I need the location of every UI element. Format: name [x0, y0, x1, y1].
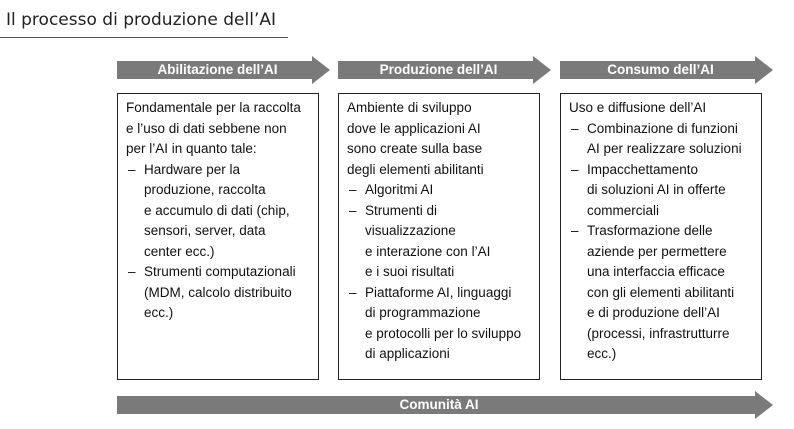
text-line: di soluzioni AI in offerte [587, 182, 726, 197]
text-line: Strumenti di [365, 202, 438, 218]
text-line: ecc.) [587, 346, 617, 361]
box-intro: Ambiente di sviluppo dove le applicazion… [347, 98, 533, 180]
list-item: – Algoritmi AI [347, 180, 533, 201]
bullet-list: – Algoritmi AI – Strumenti di visualizza… [347, 180, 533, 365]
dash-bullet: – [349, 202, 357, 218]
text-line: Piattaforme AI, linguaggi [365, 284, 512, 300]
text-line: di applicazioni [365, 346, 450, 361]
arrow-abilitazione: Abilitazione dell’AI [117, 56, 330, 84]
arrow-label: Abilitazione dell’AI [157, 62, 278, 77]
arrow-shape [560, 56, 773, 84]
arrow-consumo: Consumo dell’AI [560, 56, 773, 84]
dash-bullet: – [128, 264, 136, 279]
text-line: AI per realizzare soluzioni [587, 141, 742, 156]
text-line: Algoritmi AI [365, 182, 434, 197]
list-item: – Strumenti di visualizzazione e interaz… [347, 201, 533, 283]
text-line: (MDM, calcolo distribuito [144, 284, 292, 300]
box-produzione: Ambiente di sviluppo dove le applicazion… [338, 93, 540, 380]
title-underline [0, 37, 288, 38]
list-item: – Strumenti computazionali (MDM, calcolo… [126, 262, 312, 324]
dash-bullet: – [349, 182, 357, 197]
text-line: Combinazione di funzioni [587, 120, 738, 136]
dash-bullet: – [128, 161, 136, 177]
text-line: Fondamentale per la raccolta [126, 100, 301, 115]
text-line: ecc.) [144, 305, 174, 320]
box-intro: Uso e diffusione dell’AI [569, 98, 755, 119]
text-line: e di produzione dell’AI [587, 305, 720, 320]
text-line: e interazione con l’AI [365, 243, 491, 259]
dash-bullet: – [571, 120, 579, 136]
box-abilitazione: Fondamentale per la raccolta e l’uso di … [117, 93, 319, 380]
text-line: e i suoi risultati [365, 264, 455, 279]
text-line: dove le applicazioni AI [347, 120, 481, 136]
list-item: – Impacchettamento di soluzioni AI in of… [569, 160, 755, 222]
list-item: – Hardware per la produzione, raccolta e… [126, 160, 312, 263]
text-line: commerciali [587, 202, 660, 218]
arrow-produzione: Produzione dell’AI [338, 56, 551, 84]
text-line: Uso e diffusione dell’AI [569, 100, 707, 115]
arrow-shape [117, 56, 330, 84]
text-line: Strumenti computazionali [144, 264, 296, 279]
list-item: – Piattaforme AI, linguaggi di programma… [347, 283, 533, 365]
text-line: e accumulo di dati (chip, [144, 202, 290, 218]
text-line: visualizzazione [365, 223, 456, 238]
arrow-shape [338, 56, 551, 84]
text-line: (processi, infrastrutturre [587, 325, 730, 341]
text-line: e protocolli per lo sviluppo [365, 325, 522, 341]
arrow-label: Comunità AI [399, 397, 479, 412]
text-line: sensori, server, data [144, 223, 266, 238]
dash-bullet: – [571, 161, 579, 177]
text-line: degli elementi abilitanti [347, 161, 484, 177]
text-line: produzione, raccolta [144, 182, 266, 197]
box-intro: Fondamentale per la raccolta e l’uso di … [126, 98, 312, 160]
bullet-list: – Hardware per la produzione, raccolta e… [126, 160, 312, 324]
text-line: aziende per permettere [587, 243, 727, 259]
text-line: di programmazione [365, 305, 481, 320]
text-line: una interfaccia efficace [587, 264, 725, 279]
box-consumo: Uso e diffusione dell’AI – Combinazione … [560, 93, 762, 380]
text-line: Hardware per la [144, 161, 241, 177]
arrow-label: Consumo dell’AI [607, 62, 714, 77]
list-item: – Combinazione di funzioni AI per realiz… [569, 119, 755, 160]
page-title: Il processo di produzione dell’AI [6, 10, 276, 30]
text-line: center ecc.) [144, 243, 215, 259]
arrow-shape [117, 391, 773, 419]
arrow-comunita: Comunità AI [117, 391, 773, 419]
text-line: e l’uso di dati sebbene non [126, 120, 287, 136]
dash-bullet: – [571, 223, 579, 238]
text-line: Trasformazione delle [587, 223, 713, 238]
text-line: Impacchettamento [587, 161, 699, 177]
text-line: per l’AI in quanto tale: [126, 141, 257, 156]
dash-bullet: – [349, 284, 357, 300]
text-line: sono create sulla base [347, 141, 483, 156]
arrow-label: Produzione dell’AI [379, 62, 498, 77]
text-line: con gli elementi abilitanti [587, 284, 735, 300]
bullet-list: – Combinazione di funzioni AI per realiz… [569, 119, 755, 365]
list-item: – Trasformazione delle aziende per perme… [569, 221, 755, 365]
text-line: Ambiente di sviluppo [347, 100, 472, 115]
